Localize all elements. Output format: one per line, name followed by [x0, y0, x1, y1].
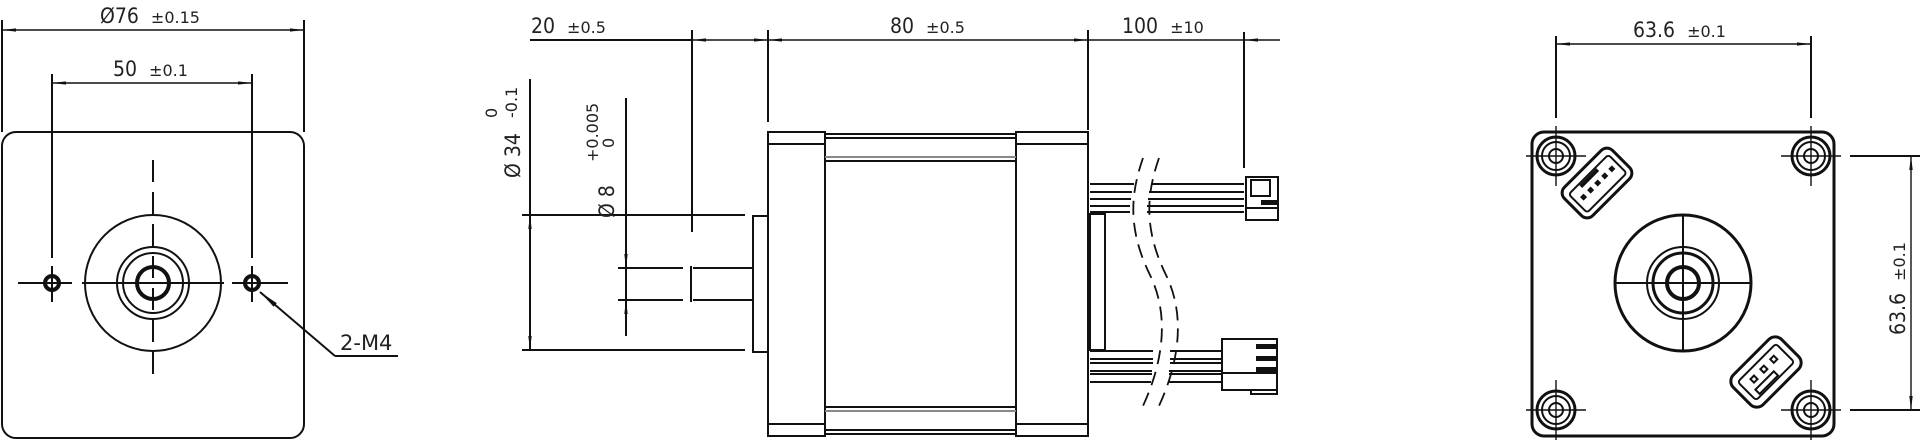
hole-callout: 2-M4: [340, 331, 392, 355]
rear-power-connector: [1729, 335, 1803, 409]
encoder-cable: [1090, 176, 1279, 221]
dim-vertical-spacing: 63.6±0.1: [1886, 242, 1910, 335]
boss-circle: [84, 214, 222, 352]
dim-outer-diameter: Ø76±0.15: [100, 4, 200, 28]
svg-text:0: 0: [482, 108, 501, 118]
svg-text:0: 0: [599, 138, 618, 148]
dim-hole-spacing: 50±0.1: [113, 57, 188, 81]
shaft-circle: [135, 265, 171, 301]
break-line-right: [1148, 157, 1179, 409]
dim-shaft-diameter: Ø 8: [595, 185, 619, 218]
screw-top-left: [1526, 126, 1586, 186]
dim-horizontal-spacing: 63.6±0.1: [1633, 18, 1726, 42]
screw-top-right: [1781, 126, 1841, 186]
side-view: 20±0.5 80±0.5 100±10 Ø 34 0 -0.1 Ø 8 +0.…: [482, 14, 1280, 437]
rear-boss: [1613, 213, 1753, 353]
dim-boss-diameter: Ø 34: [501, 133, 525, 178]
svg-text:+0.005: +0.005: [583, 103, 602, 162]
front-flange-outline: [1, 131, 305, 439]
dim-shaft-length: 20±0.5: [531, 14, 606, 38]
power-cable: [1090, 338, 1278, 395]
screw-bottom-left: [1526, 380, 1586, 440]
dim-lead-length: 100±10: [1122, 14, 1204, 38]
svg-text:-0.1: -0.1: [502, 87, 521, 118]
rear-cap: [1015, 131, 1089, 437]
rear-outline: [1530, 130, 1836, 438]
dim-body-length: 80±0.5: [890, 14, 965, 38]
mount-hole-left: [43, 274, 61, 292]
rear-view: 63.6±0.1 63.6±0.1: [1526, 18, 1920, 440]
screw-bottom-right: [1781, 380, 1841, 440]
mount-hole-right: [243, 274, 261, 292]
front-view: Ø76±0.15 50±0.1 2-M4: [1, 4, 398, 439]
boss-outline: [752, 215, 768, 353]
front-flange: [767, 131, 826, 437]
stator-body: [824, 133, 1017, 435]
encoder-connector: [1245, 176, 1279, 221]
break-line-left: [1132, 157, 1163, 409]
power-connector: [1221, 338, 1278, 391]
